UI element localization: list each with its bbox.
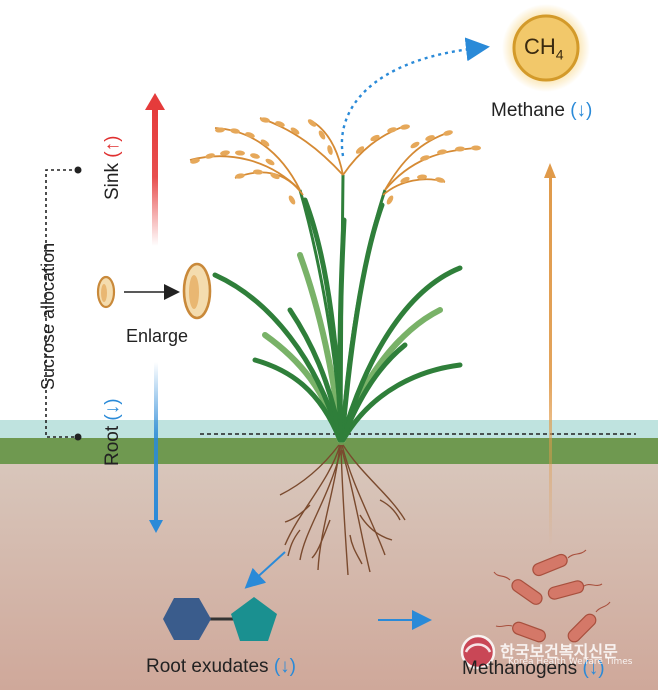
methane-formula-base: CH	[524, 34, 556, 59]
root-label-text: Root	[102, 425, 123, 466]
watermark-subtitle: Korea Health Welfare Times	[508, 657, 633, 667]
methane-formula-subscript: 4	[555, 46, 564, 63]
root-exudates-label-text: Root exudates	[146, 656, 269, 677]
methane-sun-icon	[512, 14, 580, 82]
sink-label-text: Sink	[102, 163, 123, 200]
watermark-title: 한국보건복지신문	[500, 642, 618, 661]
methane-formula: CH4	[524, 34, 564, 62]
root-system	[279, 444, 406, 576]
methane-label-text: Methane	[491, 100, 565, 121]
methanogens-label: Methanogens (↓)	[462, 658, 605, 680]
root-exudates-label: Root exudates (↓)	[146, 656, 296, 678]
sink-label: Sink (↑)	[102, 136, 124, 200]
plant-to-exudates-arrow	[244, 551, 286, 589]
watermark-logo-icon	[460, 634, 496, 670]
methanogens-arrow-head	[544, 163, 556, 178]
sink-arrow-shaft	[152, 108, 158, 246]
small-seed-icon	[96, 275, 116, 309]
methane-decrease-indicator: (↓)	[570, 100, 593, 121]
root-arrow-shaft	[154, 362, 158, 522]
methane-label: Methane (↓)	[491, 100, 592, 122]
methanogens-label-text: Methanogens	[462, 658, 578, 679]
rice-panicles	[189, 117, 479, 196]
root-exudates-decrease-indicator: (↓)	[273, 656, 296, 677]
methanogens-arrow-shaft	[549, 176, 552, 546]
rice-plant-illustration	[189, 117, 481, 576]
methanogen-bacteria-icons	[511, 553, 597, 643]
root-label: Root (↓)	[102, 398, 124, 466]
pentagon-molecule-icon	[231, 597, 277, 641]
watermark-logo-swirl	[464, 643, 492, 653]
water-layer	[0, 420, 658, 438]
stems	[298, 174, 387, 441]
sink-increase-indicator: (↑)	[102, 135, 123, 158]
root-decrease-indicator: (↓)	[102, 398, 123, 421]
bacteria-flagella	[493, 549, 611, 628]
bracket-dot-top	[74, 166, 82, 174]
methanogens-decrease-indicator: (↓)	[582, 658, 605, 679]
rice-grains	[190, 117, 481, 205]
bracket-dot-bottom	[74, 433, 82, 441]
sucrose-allocation-label: Sucrose allocation	[38, 242, 58, 390]
ground-line	[0, 438, 658, 464]
root-arrow-head	[149, 520, 163, 533]
sink-arrow-head	[145, 93, 165, 110]
large-seed-icon	[182, 262, 212, 320]
sucrose-allocation-bracket	[45, 169, 78, 438]
hexagon-molecule-icon	[163, 598, 211, 640]
enlarge-label: Enlarge	[126, 326, 189, 346]
